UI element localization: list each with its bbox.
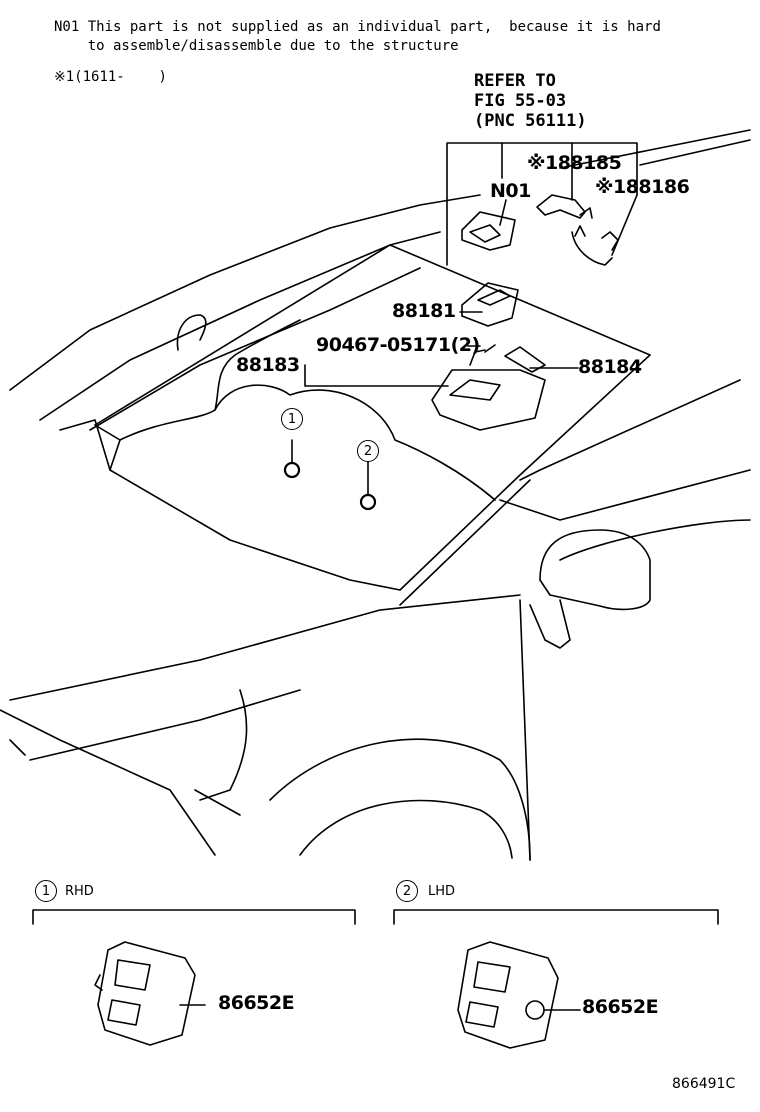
callout-88186: ※188186 bbox=[595, 176, 690, 198]
callout-88183: 88183 bbox=[236, 354, 300, 376]
location-marker-2: 2 bbox=[357, 440, 379, 462]
location-marker-1: 1 bbox=[281, 408, 303, 430]
refer-line1: REFER TO bbox=[474, 71, 556, 91]
variant-1-part: 86652E bbox=[218, 992, 295, 1014]
refer-line2: FIG 55-03 bbox=[474, 91, 567, 111]
variant-2-part: 86652E bbox=[582, 996, 659, 1018]
variant-2-label: LHD bbox=[428, 884, 456, 899]
variant-1-label: RHD bbox=[65, 884, 94, 899]
callout-90467: 90467-05171(2) bbox=[316, 334, 480, 356]
refer-line3: (PNC 56111) bbox=[474, 111, 587, 131]
callout-n01: N01 bbox=[490, 180, 531, 202]
callout-88185: ※188185 bbox=[527, 152, 622, 174]
callout-88181: 88181 bbox=[392, 300, 456, 322]
callout-88184: 88184 bbox=[578, 356, 642, 378]
figure-id: 866491C bbox=[672, 1076, 736, 1092]
note-n01-line2: to assemble/disassemble due to the struc… bbox=[54, 38, 459, 54]
variant-2-number: 2 bbox=[396, 880, 418, 902]
variant-1-number: 1 bbox=[35, 880, 57, 902]
footnote-1: ※1(1611- ) bbox=[54, 69, 167, 85]
note-n01-line1: N01 This part is not supplied as an indi… bbox=[54, 19, 661, 35]
